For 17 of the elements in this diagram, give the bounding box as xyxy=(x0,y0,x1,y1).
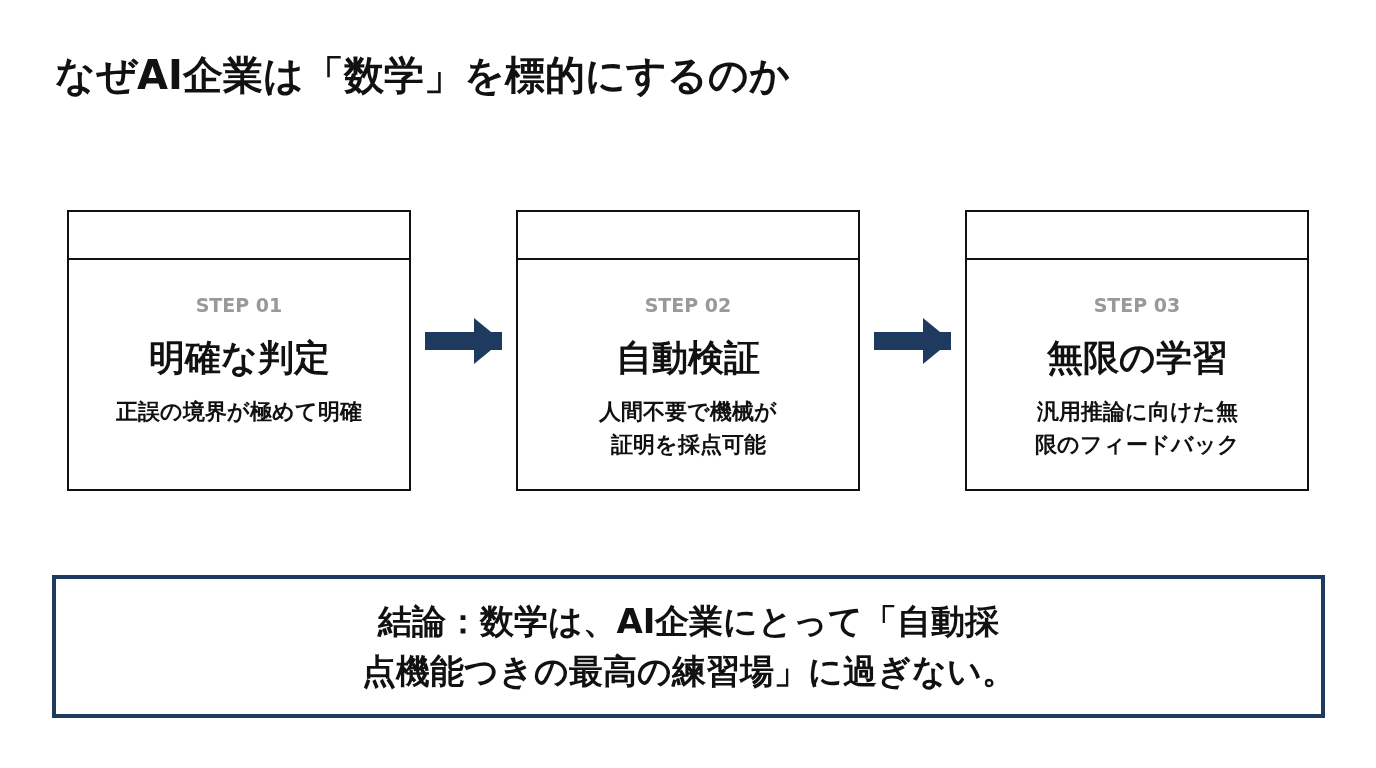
step-heading: 自動検証 xyxy=(616,336,760,380)
step-card xyxy=(965,210,1309,491)
step-card xyxy=(516,210,860,491)
conclusion-text: 結論：数学は、AI企業にとって「自動採点機能つきの最高の練習場」に過ぎない。 xyxy=(360,600,1017,693)
step-card xyxy=(67,210,411,491)
step-description: 正誤の境界が極めて明確 xyxy=(116,398,362,426)
step-description: 汎用推論に向けた無限のフィードバック xyxy=(1033,398,1241,459)
step-label: STEP 03 xyxy=(1093,294,1181,316)
step-heading: 明確な判定 xyxy=(148,336,330,380)
step-heading: 無限の学習 xyxy=(1046,336,1228,380)
step-label: STEP 02 xyxy=(644,294,732,316)
arrow xyxy=(425,318,502,364)
step-label: STEP 01 xyxy=(195,294,283,316)
step-description: 人間不要で機械が証明を採点可能 xyxy=(598,398,778,459)
slide-title: なぜAI企業は「数学」を標的にするのか xyxy=(55,51,790,100)
arrow xyxy=(874,318,951,364)
conclusion-box xyxy=(52,575,1325,718)
